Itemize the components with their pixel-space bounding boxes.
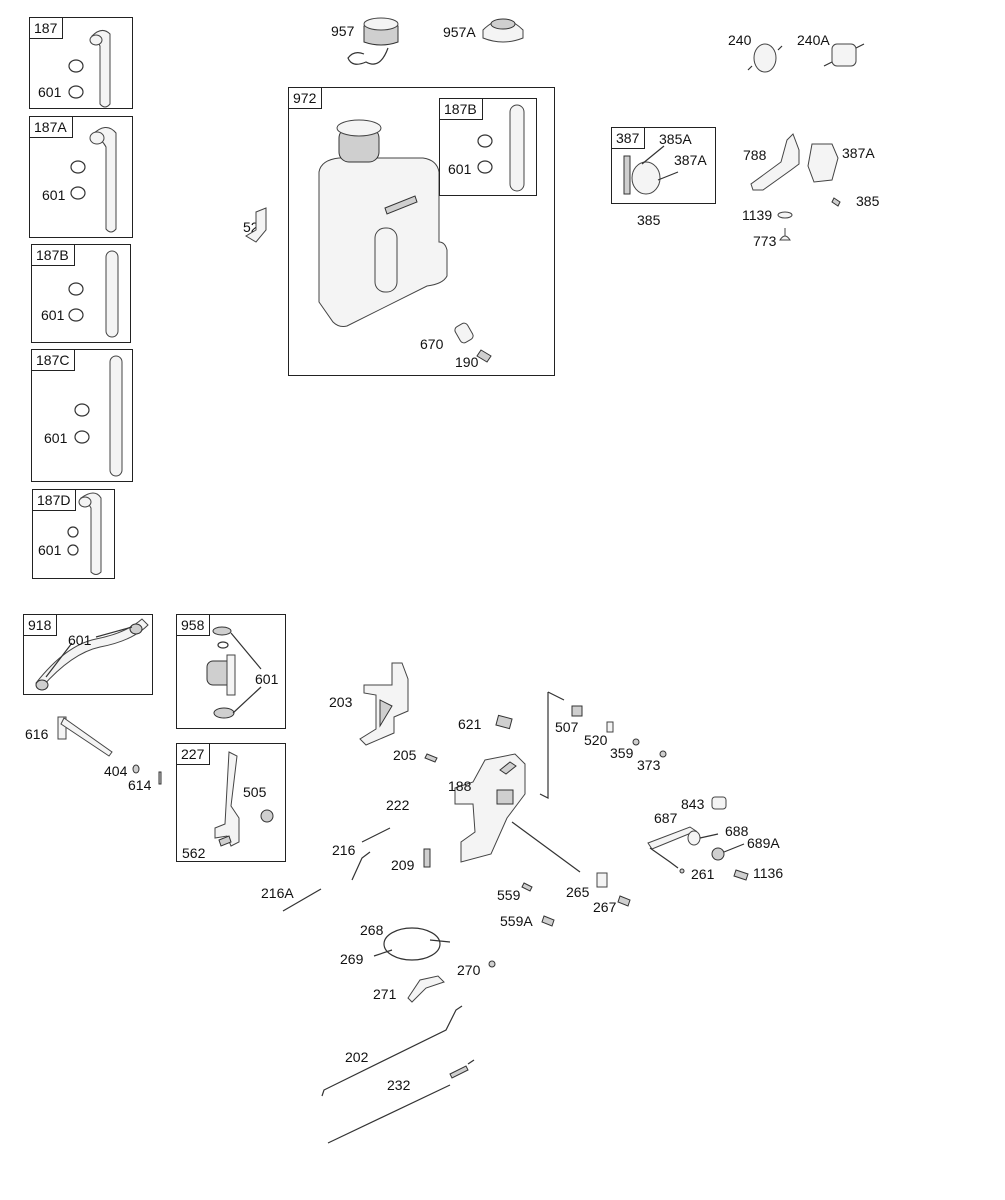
kit-box-label: 187D <box>33 490 77 511</box>
kit-box-label: 972 <box>289 88 323 109</box>
part-label-527: 527 <box>243 219 267 235</box>
part-label-601: 601 <box>68 632 92 648</box>
part-label-232: 232 <box>387 1077 411 1093</box>
bushing-and-screw-icon <box>454 322 492 363</box>
part-label-601: 601 <box>38 84 62 100</box>
kit-box-label: 187C <box>32 350 76 371</box>
part-label-670: 670 <box>420 336 444 352</box>
fuel-line-icon <box>35 618 149 691</box>
part-label-507: 507 <box>555 719 579 735</box>
part-label-203: 203 <box>329 694 353 710</box>
part-label-265: 265 <box>566 884 590 900</box>
hose-elbow-icon <box>70 127 117 233</box>
part-label-689a: 689A <box>747 835 780 851</box>
part-label-601: 601 <box>41 307 65 323</box>
part-label-559: 559 <box>497 887 521 903</box>
kit-box-187b-inner[interactable]: 187B 601 <box>439 98 537 196</box>
part-label-271: 271 <box>373 986 397 1002</box>
part-label-190: 190 <box>455 354 479 370</box>
part-label-562: 562 <box>182 845 206 861</box>
kit-box-187c[interactable]: 187C 601 <box>31 349 133 482</box>
kit-box-387[interactable]: 387 385A 387A <box>611 127 716 204</box>
part-label-209: 209 <box>391 857 415 873</box>
part-label-788: 788 <box>743 147 767 163</box>
shutoff-valve-icon <box>206 626 262 719</box>
part-label-773: 773 <box>753 233 777 249</box>
part-label-505: 505 <box>243 784 267 800</box>
part-label-957: 957 <box>331 23 355 39</box>
kit-box-187b[interactable]: 187B 601 <box>31 244 131 343</box>
part-label-621: 621 <box>458 716 482 732</box>
fuel-tank-icon <box>318 119 448 327</box>
part-label-601: 601 <box>44 430 68 446</box>
kit-box-label: 227 <box>177 744 211 765</box>
kit-box-label: 187B <box>32 245 75 266</box>
part-label-216: 216 <box>332 842 356 858</box>
part-label-270: 270 <box>457 962 481 978</box>
part-label-202: 202 <box>345 1049 369 1065</box>
kit-box-label: 958 <box>177 615 211 636</box>
part-label-404: 404 <box>104 763 128 779</box>
kit-box-227[interactable]: 227 505 562 <box>176 743 286 862</box>
hose-straight-icon <box>477 104 525 192</box>
hose-straight-icon <box>68 250 119 338</box>
part-label-688: 688 <box>725 823 749 839</box>
part-label-601: 601 <box>255 671 279 687</box>
part-label-601: 601 <box>42 187 66 203</box>
part-label-957a: 957A <box>443 24 476 40</box>
part-label-385a: 385A <box>659 131 692 147</box>
part-label-267: 267 <box>593 899 617 915</box>
part-label-559a: 559A <box>500 913 533 929</box>
part-label-268: 268 <box>360 922 384 938</box>
kit-box-187[interactable]: 187 601 <box>29 17 133 109</box>
part-label-520: 520 <box>584 732 608 748</box>
part-label-601: 601 <box>38 542 62 558</box>
part-label-1136: 1136 <box>753 865 784 881</box>
part-label-843: 843 <box>681 796 705 812</box>
hose-straight-icon <box>74 355 123 477</box>
kit-box-187d[interactable]: 187D 601 <box>32 489 115 579</box>
part-label-373: 373 <box>637 757 661 773</box>
governor-lever-icon <box>214 751 274 847</box>
part-label-261: 261 <box>691 866 715 882</box>
hose-clamp-icon <box>68 59 84 99</box>
part-label-188: 188 <box>448 778 472 794</box>
part-label-222: 222 <box>386 797 410 813</box>
part-label-269: 269 <box>340 951 364 967</box>
part-label-385: 385 <box>856 193 880 209</box>
part-label-601: 601 <box>448 161 472 177</box>
part-label-359: 359 <box>610 745 634 761</box>
kit-box-label: 187B <box>440 99 483 120</box>
kit-box-label: 918 <box>24 615 58 636</box>
kit-box-label: 187 <box>30 18 64 39</box>
part-label-387a: 387A <box>842 145 875 161</box>
part-label-1139: 1139 <box>742 207 773 223</box>
kit-box-972[interactable]: 972 187B 601 670 190 <box>288 87 555 376</box>
hose-elbow-icon <box>67 492 102 575</box>
part-label-614: 614 <box>128 777 152 793</box>
part-label-387a: 387A <box>674 152 707 168</box>
kit-box-918[interactable]: 918 601 <box>23 614 153 695</box>
kit-box-187a[interactable]: 187A 601 <box>29 116 133 238</box>
part-label-385: 385 <box>637 212 661 228</box>
part-label-240: 240 <box>728 32 752 48</box>
fuel-pump-icon <box>623 145 679 195</box>
part-label-616: 616 <box>25 726 49 742</box>
kit-box-label: 387 <box>612 128 646 149</box>
hose-elbow-icon <box>89 30 111 108</box>
kit-box-958[interactable]: 958 601 <box>176 614 286 729</box>
part-label-205: 205 <box>393 747 417 763</box>
part-label-240a: 240A <box>797 32 830 48</box>
kit-box-label: 187A <box>30 117 73 138</box>
part-label-216a: 216A <box>261 885 294 901</box>
part-label-687: 687 <box>654 810 678 826</box>
